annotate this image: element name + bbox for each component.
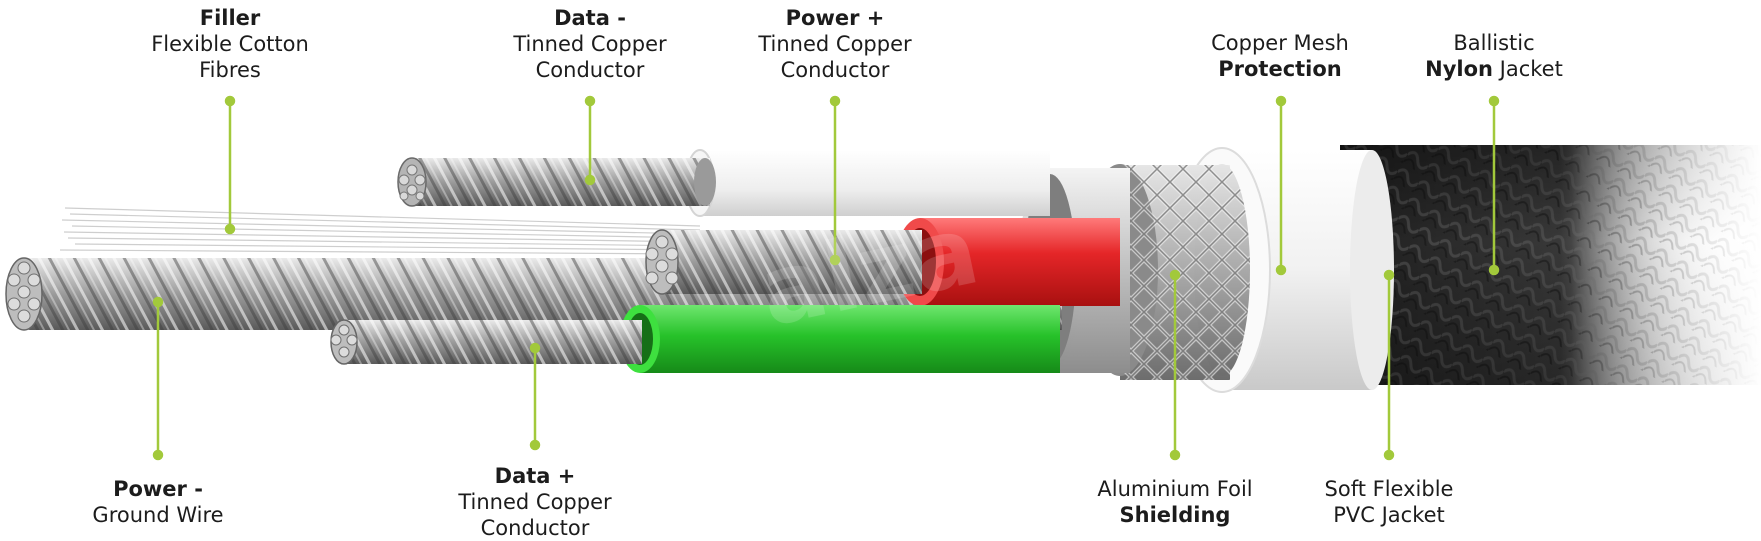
label-nylon-bold: Nylon xyxy=(1425,57,1493,81)
label-pvc-line2: PVC Jacket xyxy=(1333,503,1445,527)
label-pvc-line1: Soft Flexible xyxy=(1324,477,1454,501)
label-copper-mesh: Copper Mesh Protection xyxy=(1190,30,1370,82)
label-data-minus-line2: Conductor xyxy=(535,58,645,82)
label-data-plus-line2: Conductor xyxy=(480,516,590,540)
label-data-plus: Data + Tinned Copper Conductor xyxy=(445,463,625,541)
label-filler-line1: Flexible Cotton xyxy=(151,32,309,56)
nylon-jacket xyxy=(1340,140,1761,390)
label-power-plus-line1: Tinned Copper xyxy=(758,32,912,56)
label-power-minus-title: Power - xyxy=(113,477,203,501)
label-pvc: Soft Flexible PVC Jacket xyxy=(1299,476,1479,528)
label-filler-line2: Fibres xyxy=(199,58,261,82)
label-nylon-rest: Jacket xyxy=(1492,57,1563,81)
label-data-minus-title: Data - xyxy=(554,6,626,30)
label-power-plus-title: Power + xyxy=(785,6,885,30)
label-data-minus: Data - Tinned Copper Conductor xyxy=(500,5,680,83)
label-filler: Filler Flexible Cotton Fibres xyxy=(140,5,320,83)
label-foil-bold: Shielding xyxy=(1119,503,1231,527)
data-plus-conductor xyxy=(330,305,1060,373)
label-data-plus-title: Data + xyxy=(494,464,576,488)
label-nylon-line1: Ballistic xyxy=(1453,31,1535,55)
leader-lines xyxy=(152,95,1500,461)
data-minus-conductor xyxy=(397,149,1050,217)
leader-dot-filler xyxy=(224,95,236,107)
label-power-minus-line1: Ground Wire xyxy=(92,503,224,527)
filler-fibres xyxy=(59,207,701,255)
label-copper-mesh-line1: Copper Mesh xyxy=(1211,31,1349,55)
label-filler-title: Filler xyxy=(199,6,261,30)
label-copper-mesh-bold: Protection xyxy=(1218,57,1342,81)
label-power-minus: Power - Ground Wire xyxy=(68,476,248,528)
label-foil: Aluminium Foil Shielding xyxy=(1075,476,1275,528)
label-power-plus: Power + Tinned Copper Conductor xyxy=(745,5,925,83)
label-power-plus-line2: Conductor xyxy=(780,58,890,82)
label-nylon: Ballistic Nylon Jacket xyxy=(1404,30,1584,82)
label-foil-line1: Aluminium Foil xyxy=(1097,477,1253,501)
label-data-minus-line1: Tinned Copper xyxy=(513,32,667,56)
label-data-plus-line1: Tinned Copper xyxy=(458,490,612,514)
power-plus-conductor xyxy=(645,218,1120,306)
